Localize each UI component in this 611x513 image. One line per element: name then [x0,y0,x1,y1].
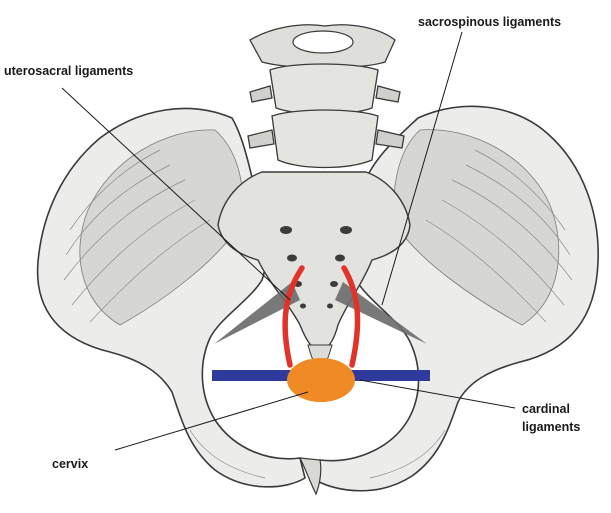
label-cardinal-line1: cardinal [522,402,570,416]
label-cervix: cervix [52,457,88,471]
label-uterosacral-ligaments: uterosacral ligaments [4,64,133,78]
cardinal-ligament-left [212,370,294,381]
cardinal-ligament-right [350,370,430,381]
vertebra-lower [272,110,378,168]
label-sacrospinous-ligaments: sacrospinous ligaments [418,15,561,29]
vertebra-middle [270,64,378,114]
label-cardinal-line2: ligaments [522,420,580,434]
